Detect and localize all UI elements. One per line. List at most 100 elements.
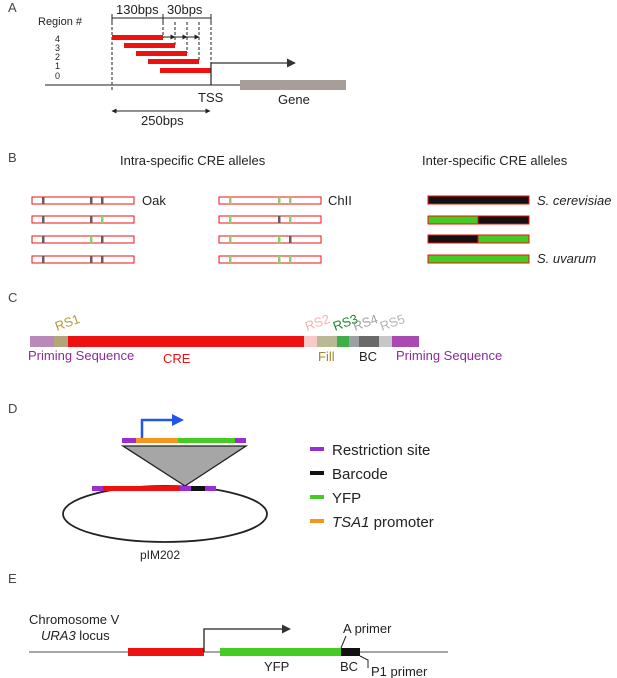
- rs5-label: RS5: [378, 311, 407, 334]
- plasmid-label: pIM202: [140, 548, 180, 562]
- intra-title: Intra-specific CRE alleles: [120, 153, 266, 168]
- inter-alleles: S. cerevisiae S. uvarum: [427, 193, 611, 266]
- allele-chimera-right: [477, 234, 530, 244]
- legend-promoter-name: TSA1: [332, 514, 370, 531]
- promoter-arrowhead: [172, 414, 184, 426]
- variant-mark: [289, 216, 292, 223]
- variant-mark: [229, 236, 232, 243]
- p1-primer-line: [359, 655, 369, 668]
- plasmid-rs-mid: [180, 486, 191, 491]
- insert-rs-right: [235, 438, 246, 443]
- variant-mark: [289, 256, 292, 263]
- barcode-insert: [341, 648, 360, 656]
- variant-mark: [278, 197, 281, 204]
- region-header: Region #: [38, 16, 83, 28]
- plasmid-rs-right: [205, 486, 216, 491]
- variant-mark: [101, 236, 104, 243]
- variant-mark: [289, 197, 292, 204]
- region-bar-3: [124, 43, 175, 48]
- a-primer-label: A primer: [343, 621, 392, 636]
- bc-label-e: BC: [340, 659, 358, 674]
- allele-bar: [218, 215, 322, 224]
- fill-block: [317, 336, 337, 347]
- allele-bar-cerevisiae: [427, 195, 530, 205]
- oak-label: Oak: [142, 193, 166, 208]
- variant-mark: [90, 216, 93, 223]
- panel-e: E Chromosome V URA3 locus YFP BC A prime…: [8, 571, 448, 678]
- priming-left-block: [30, 336, 54, 347]
- yfp-label: YFP: [264, 659, 289, 674]
- legend-restriction: Restriction site: [332, 442, 430, 459]
- rs3-block: [337, 336, 349, 347]
- variant-mark: [42, 256, 45, 263]
- allele-bar: [218, 235, 322, 244]
- chromosome-label: Chromosome V: [29, 612, 120, 627]
- panel-b-letter: B: [8, 150, 17, 165]
- allele-chimera-left: [427, 234, 479, 244]
- s-uvarum-label: S. uvarum: [537, 251, 596, 266]
- plasmid-barcode: [191, 486, 205, 491]
- allele-chimera-left: [427, 215, 479, 225]
- priming-left-label: Priming Sequence: [28, 348, 134, 363]
- panel-e-letter: E: [8, 571, 17, 586]
- promoter-arrow: [140, 418, 175, 438]
- s-cerevisiae-label: S. cerevisiae: [537, 193, 611, 208]
- insert-promoter: [136, 438, 178, 443]
- panel-c-letter: C: [8, 290, 17, 305]
- region-label-3: 3: [55, 43, 60, 53]
- rs2-block: [304, 336, 317, 347]
- allele-bar: [218, 255, 322, 264]
- p1-primer-label: P1 primer: [371, 664, 428, 678]
- gene-label: Gene: [278, 92, 310, 107]
- variant-mark: [101, 216, 104, 223]
- allele-bar: [218, 196, 322, 205]
- cre-label: CRE: [163, 351, 191, 366]
- variant-mark: [42, 236, 45, 243]
- variant-mark: [101, 256, 104, 263]
- panel-a-letter: A: [8, 0, 17, 15]
- panel-c: C RS1 RS2 RS3 RS4 RS5 Priming Sequence C…: [8, 290, 502, 366]
- variant-mark: [42, 216, 45, 223]
- bc-block: [359, 336, 379, 347]
- locus-name: URA3: [41, 628, 76, 643]
- fill-label: Fill: [318, 349, 335, 364]
- legend-promoter-suffix: promoter: [370, 514, 434, 531]
- panel-d-legend: Restriction site Barcode YFP TSA1 promot…: [310, 442, 434, 531]
- region-bar-4: [112, 35, 163, 40]
- rs5-block: [379, 336, 392, 347]
- variant-mark: [278, 216, 281, 223]
- variant-mark: [289, 236, 292, 243]
- legend-swatch-yfp: [310, 495, 324, 499]
- allele-bar: [31, 215, 135, 224]
- plasmid-ring: [62, 485, 268, 543]
- insert-yfp: [178, 438, 235, 443]
- variant-mark: [90, 236, 93, 243]
- inter-title: Inter-specific CRE alleles: [422, 153, 568, 168]
- variant-mark: [229, 216, 232, 223]
- a-primer-line: [340, 635, 347, 649]
- legend-barcode: Barcode: [332, 466, 388, 483]
- panel-a: A Region # 4 3 2 1 0 130bps 30bps: [8, 0, 346, 128]
- region-label-2: 2: [55, 52, 60, 62]
- variant-mark: [90, 256, 93, 263]
- priming-right-label: Priming Sequence: [396, 348, 502, 363]
- panel-d: D pIM202 Restriction site Barcode YFP TS…: [8, 401, 434, 562]
- region-bar-1: [148, 59, 199, 64]
- chii-label: ChII: [328, 193, 352, 208]
- len-130-label: 130bps: [116, 2, 159, 17]
- legend-swatch-barcode: [310, 471, 324, 475]
- region-label-1: 1: [55, 61, 60, 71]
- allele-bar-uvarum: [427, 254, 530, 264]
- tss-label: TSS: [198, 90, 224, 105]
- cre-block: [68, 336, 304, 347]
- rs4-block: [349, 336, 359, 347]
- allele-chimera-right: [477, 215, 530, 225]
- len-250-label: 250bps: [141, 113, 184, 128]
- len-30-label: 30bps: [167, 2, 203, 17]
- variant-mark: [42, 197, 45, 204]
- chii-alleles: ChII: [218, 193, 352, 264]
- variant-mark: [90, 197, 93, 204]
- allele-bar: [31, 235, 135, 244]
- rs1-block: [54, 336, 68, 347]
